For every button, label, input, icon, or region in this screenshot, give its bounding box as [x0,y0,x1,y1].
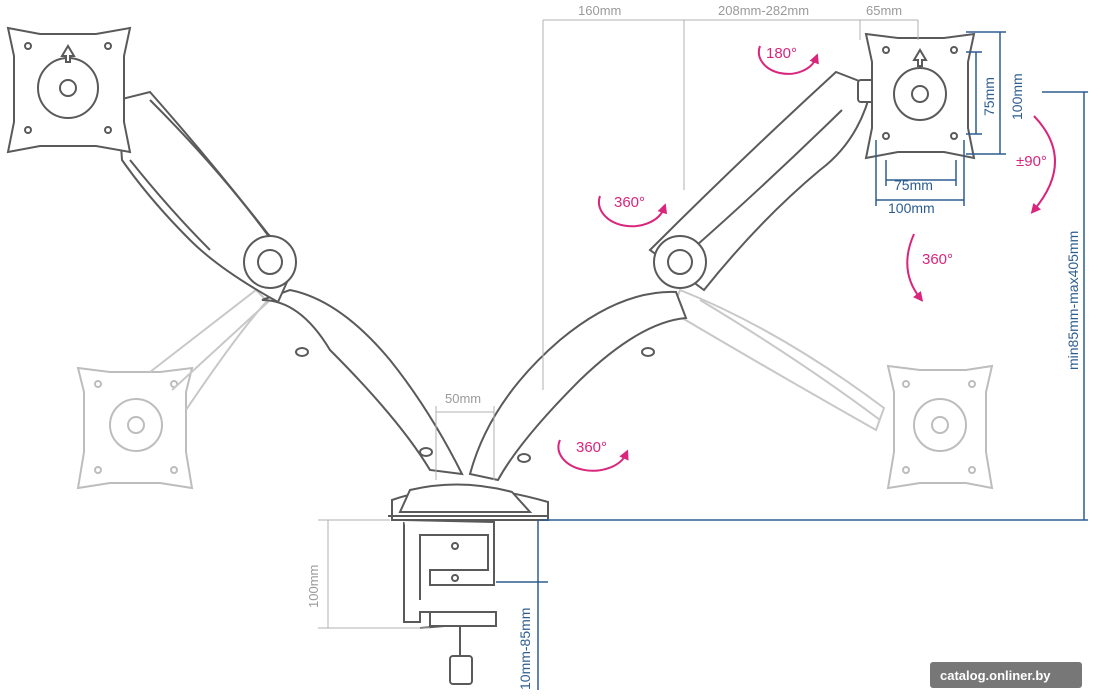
dim-vesa-height-inner: 75mm [981,77,997,116]
dim-vesa-width-inner: 75mm [894,177,933,193]
ghost-left-arm [149,288,270,411]
gray-dimension-lines [318,19,919,629]
right-vesa-plate [864,32,976,160]
dim-clamp-height: 100mm [306,565,321,608]
rotation-arm-lower: 360° [576,439,607,456]
right-lower-arm [468,290,688,482]
left-upper-arm [116,90,298,304]
dim-arm-span-1: 160mm [578,3,621,18]
ghost-right-arm [670,288,886,432]
left-lower-arm [261,288,464,476]
rotation-arm-upper: 360° [614,194,645,211]
right-upper-arm [648,70,879,292]
dim-arm-span-3: 65mm [866,3,902,18]
dim-vesa-height-outer: 100mm [1009,73,1025,120]
dim-desk-thickness: 10mm-85mm [517,608,533,690]
dim-pole-gap: 50mm [445,391,481,406]
ghost-right-vesa-plate [886,364,994,490]
pole-joint-cap [398,483,533,513]
ghost-left-vesa-plate [76,366,194,490]
watermark: catalog.onliner.by [930,662,1082,688]
rotation-top: 180° [766,45,797,62]
left-vesa-plate [6,26,132,154]
dim-arm-span-2: 208mm-282mm [718,3,809,18]
rotation-arrows [557,45,1056,472]
dim-vesa-width-outer: 100mm [888,200,935,216]
rotation-tilt: ±90° [1016,153,1047,170]
watermark-text: catalog.onliner.by [940,668,1051,683]
rotation-side: 360° [922,251,953,268]
dim-height-range: min85mm-max405mm [1065,231,1081,370]
blue-dimension-lines [496,31,1088,690]
